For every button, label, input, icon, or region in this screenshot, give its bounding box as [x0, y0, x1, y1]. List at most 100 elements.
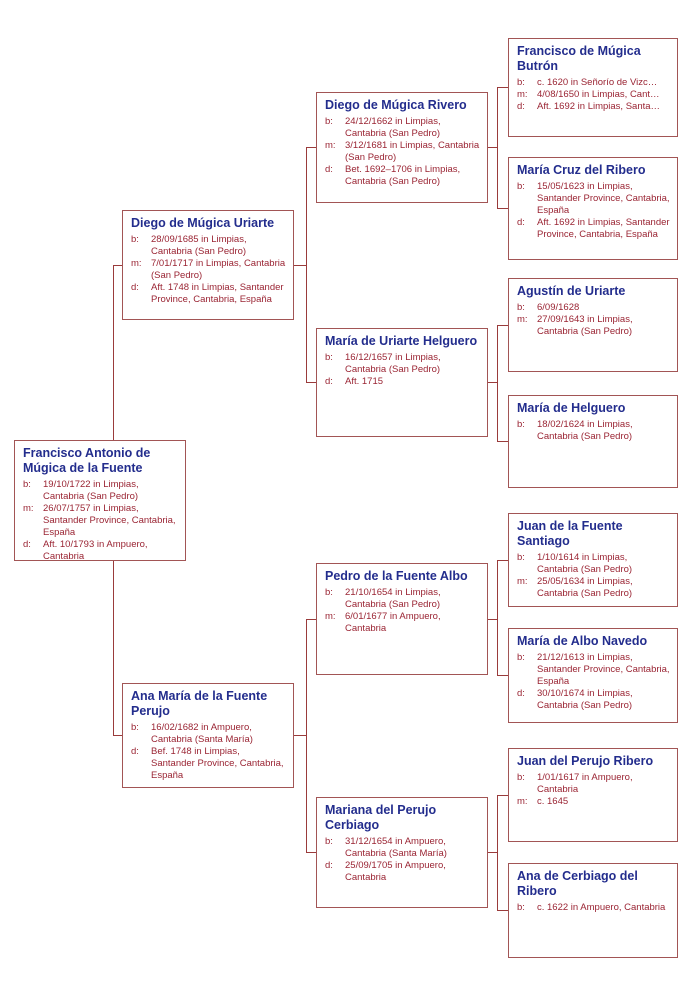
- person-name: María de Helguero: [517, 401, 626, 415]
- event-row: d:Aft. 1715: [325, 376, 480, 388]
- event-type-label: d:: [517, 217, 525, 228]
- event-detail-text: 18/02/1624 in Limpias, Cantabria (San Pe…: [537, 419, 633, 442]
- person-box-maria-cruz-del-ribero[interactable]: María Cruz del Ribero b: 15/05/1623 in Lim…: [508, 157, 678, 260]
- event-row: b: 16/12/1657 in Limpias, Cantabria (San …: [325, 352, 480, 376]
- event-detail-text: 31/12/1654 in Ampuero, Cantabria (Santa …: [345, 836, 447, 859]
- connector-line: [306, 619, 307, 853]
- event-detail-text: Bet. 1692–1706 in Limpias, Cantabria (Sa…: [345, 164, 461, 187]
- event-detail-text: 6/01/1677 in Ampuero, Cantabria: [345, 611, 441, 634]
- event-detail-text: 16/02/1682 in Ampuero, Cantabria (Santa …: [151, 722, 253, 745]
- event-type-label: d:: [325, 164, 333, 175]
- event-type-label: b:: [517, 181, 525, 192]
- event-row: d: Bet. 1692–1706 in Limpias, Cantabria (…: [325, 164, 480, 188]
- event-detail-text: 15/05/1623 in Limpias, Santander Provinc…: [537, 181, 670, 216]
- person-box-ana-maria-de-la-fuente-perujo[interactable]: Ana María de la Fuente Perujo b:16/02/168…: [122, 683, 294, 788]
- event-type-label: b:: [23, 479, 31, 490]
- event-row: b:c. 1622 in Ampuero, Cantabria: [517, 902, 670, 914]
- person-name: María de Uriarte Helguero: [325, 334, 478, 348]
- connector-line: [113, 265, 114, 441]
- event-type-label: m:: [517, 314, 528, 325]
- event-row: d:Aft. 10/1793 in Ampuero, Cantabria: [23, 539, 178, 560]
- event-type-label: d:: [325, 376, 333, 387]
- connector-line: [497, 325, 498, 442]
- person-name: Ana María de la Fuente Perujo: [131, 689, 268, 718]
- event-type-label: d:: [131, 746, 139, 757]
- event-detail-text: 28/09/1685 in Limpias, Cantabria (San Pe…: [151, 234, 247, 257]
- event-row: b:21/12/1613 in Limpias, Santander Provi…: [517, 652, 670, 688]
- event-detail-text: 25/09/1705 in Ampuero, Cantabria: [345, 860, 446, 883]
- event-type-label: b:: [517, 772, 525, 783]
- event-detail-text: Aft. 1748 in Limpias, Santander Province…: [151, 282, 284, 305]
- connector-line: [306, 147, 316, 148]
- person-box-maria-de-helguero[interactable]: María de Helguero b: 18/02/1624 in Limpias…: [508, 395, 678, 488]
- event-detail-text: 7/01/1717 in Limpias, Cantabria (San Ped…: [151, 258, 286, 281]
- person-box-maria-de-uriarte-helguero[interactable]: María de Uriarte Helguero b: 16/12/1657 in…: [316, 328, 488, 437]
- person-box-juan-de-la-fuente-santiago[interactable]: Juan de la Fuente Santiago b:1/10/1614 in…: [508, 513, 678, 607]
- event-detail-text: 16/12/1657 in Limpias, Cantabria (San Pe…: [345, 352, 441, 375]
- event-row: m:3/12/1681 in Limpias, Cantabria (San P…: [325, 140, 480, 164]
- event-row: m:c. 1645: [517, 796, 670, 808]
- person-box-juan-del-perujo-ribero[interactable]: Juan del Perujo Ribero b: 1/01/1617 in Amp…: [508, 748, 678, 842]
- person-name: Diego de Múgica Rivero: [325, 98, 467, 112]
- connector-line: [497, 795, 508, 796]
- event-type-label: b:: [325, 587, 333, 598]
- event-type-label: b:: [131, 234, 139, 245]
- event-row: b:16/02/1682 in Ampuero, Cantabria (Sant…: [131, 722, 286, 746]
- person-box-pedro-de-la-fuente-albo[interactable]: Pedro de la Fuente Albo b: 21/10/1654 in L…: [316, 563, 488, 675]
- event-row: b:c. 1620 in Señorío de Vizc…: [517, 77, 670, 89]
- event-type-label: b:: [517, 77, 525, 88]
- event-detail-text: 19/10/1722 in Limpias, Cantabria (San Pe…: [43, 479, 139, 502]
- connector-line: [294, 735, 306, 736]
- connector-line: [306, 147, 307, 383]
- event-detail-text: 25/05/1634 in Limpias, Cantabria (San Pe…: [537, 576, 633, 599]
- event-detail-text: 21/10/1654 in Limpias, Cantabria (San Pe…: [345, 587, 441, 610]
- event-detail-text: 4/08/1650 in Limpias, Cant…: [537, 89, 660, 100]
- event-detail-text: 1/01/1617 in Ampuero, Cantabria: [537, 772, 633, 795]
- event-type-label: m:: [23, 503, 34, 514]
- event-type-label: b:: [517, 419, 525, 430]
- person-box-francisco-antonio-de-mugica-de-la-fuente[interactable]: Francisco Antonio de Múgica de la Fuente…: [14, 440, 186, 561]
- event-detail-text: Aft. 1692 in Limpias, Santa…: [537, 101, 661, 112]
- connector-line: [113, 735, 122, 736]
- event-type-label: b:: [325, 352, 333, 363]
- event-row: b: 19/10/1722 in Limpias, Cantabria (San …: [23, 479, 178, 503]
- person-name: Diego de Múgica Uriarte: [131, 216, 275, 230]
- event-detail-text: c. 1645: [537, 796, 569, 807]
- person-name: Juan de la Fuente Santiago: [517, 519, 623, 548]
- event-row: b:6/09/1628: [517, 302, 670, 314]
- person-name: Juan del Perujo Ribero: [517, 754, 654, 768]
- connector-line: [488, 852, 497, 853]
- event-row: d: Aft. 1692 in Limpias, Santa…: [517, 101, 670, 113]
- person-name: Pedro de la Fuente Albo: [325, 569, 468, 583]
- event-type-label: d:: [517, 688, 525, 699]
- event-type-label: b:: [325, 836, 333, 847]
- event-type-label: b:: [325, 116, 333, 127]
- event-row: m:25/05/1634 in Limpias, Cantabria (San …: [517, 576, 670, 600]
- event-detail-text: 3/12/1681 in Limpias, Cantabria (San Ped…: [345, 140, 480, 163]
- event-type-label: b:: [517, 552, 525, 563]
- connector-line: [113, 265, 122, 266]
- connector-line: [497, 441, 508, 442]
- event-type-label: d:: [517, 101, 525, 112]
- event-detail-text: c. 1622 in Ampuero, Cantabria: [537, 902, 666, 913]
- event-row: b: 24/12/1662 in Limpias, Cantabria (San …: [325, 116, 480, 140]
- person-box-diego-de-mugica-uriarte[interactable]: Diego de Múgica Uriarte b: 28/09/1685 in L…: [122, 210, 294, 320]
- event-row: d:Aft. 1748 in Limpias, Santander Provin…: [131, 282, 286, 306]
- event-row: b:1/10/1614 in Limpias, Cantabria (San P…: [517, 552, 670, 576]
- connector-line: [497, 87, 498, 209]
- event-detail-text: 6/09/1628: [537, 302, 580, 313]
- person-box-diego-de-mugica-rivero[interactable]: Diego de Múgica Rivero b: 24/12/1662 in Li…: [316, 92, 488, 203]
- connector-line: [497, 675, 508, 676]
- person-name: María Cruz del Ribero: [517, 163, 646, 177]
- event-detail-text: 24/12/1662 in Limpias, Cantabria (San Pe…: [345, 116, 441, 139]
- event-detail-text: 21/12/1613 in Limpias, Santander Provinc…: [537, 652, 670, 687]
- connector-line: [306, 382, 316, 383]
- event-row: m:4/08/1650 in Limpias, Cant…: [517, 89, 670, 101]
- connector-line: [497, 208, 508, 209]
